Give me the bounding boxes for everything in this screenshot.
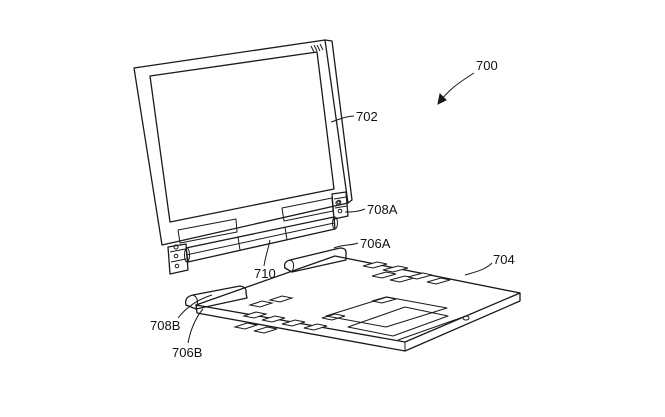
trackpad [325, 296, 448, 328]
base-704 [195, 255, 521, 352]
display-702 [133, 39, 353, 250]
label-708a: 708A [367, 202, 398, 217]
label-704: 704 [493, 252, 515, 267]
label-706a: 706A [360, 236, 391, 251]
label-702: 702 [356, 109, 378, 124]
vent-icon [310, 43, 324, 53]
leader-lines [177, 115, 493, 344]
label-708b: 708B [150, 318, 180, 333]
arrow-icon [437, 72, 475, 105]
connector-706a [283, 247, 347, 273]
label-710: 710 [254, 266, 276, 281]
label-706b: 706B [172, 345, 202, 360]
display-screen [149, 51, 335, 223]
hinge-708b [167, 243, 189, 275]
connector-706b [185, 285, 248, 310]
hinge-bar-710 [184, 216, 338, 263]
label-700: 700 [476, 58, 498, 73]
hinge-708a [331, 191, 349, 220]
